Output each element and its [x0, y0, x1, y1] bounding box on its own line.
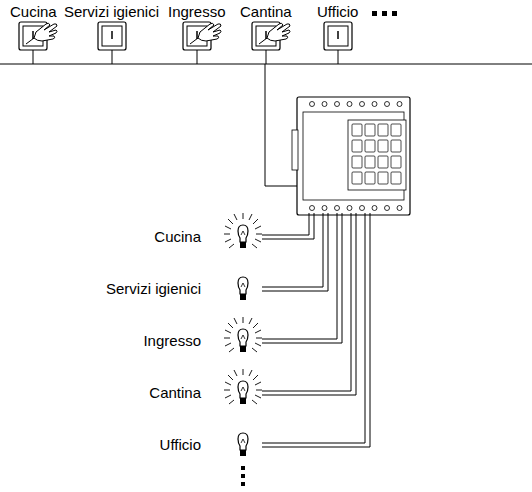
switch-label: Ingresso: [167, 3, 227, 21]
switch-label: Cantina: [239, 3, 293, 21]
lamp-label: Cantina: [148, 384, 202, 402]
switch-label: Servizi igienici: [63, 3, 160, 21]
lamp-label: Ingresso: [142, 332, 202, 350]
lamp-symbol: [224, 369, 262, 404]
lamp-label: Cucina: [153, 228, 202, 246]
lamp-symbol: [224, 213, 262, 248]
switch-label: Cucina: [9, 3, 58, 21]
lamp-symbol: [238, 277, 248, 300]
actuator-device: [292, 97, 410, 215]
switch-label: Ufficio: [316, 3, 359, 21]
lamp-symbol: [224, 317, 262, 352]
lamp-label: Ufficio: [159, 436, 202, 454]
lamp-symbol: [238, 433, 248, 456]
lamp-label: Servizi igienici: [105, 280, 202, 298]
